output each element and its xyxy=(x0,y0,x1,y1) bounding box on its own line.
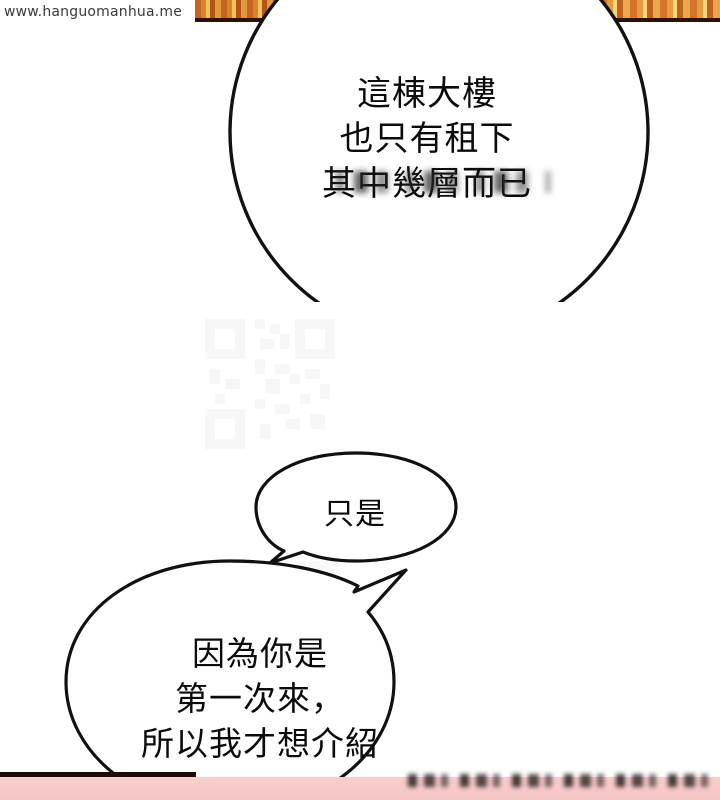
bubble-2-line-1: 只是 xyxy=(324,497,386,532)
ceiling-edge-left xyxy=(195,18,410,22)
bubble-3-line-3: 所以我才想介紹 xyxy=(141,723,379,763)
speech-bubble-2-text: 只是 xyxy=(270,495,440,535)
bubble-3-line-2: 第一次來， xyxy=(175,678,345,718)
censored-blur-overlay-floor xyxy=(408,774,720,787)
bubble-3-line-1: 因為你是 xyxy=(192,634,328,673)
ceiling-band-right xyxy=(540,0,720,22)
ceiling-edge-right xyxy=(540,18,720,22)
ceiling-band-left xyxy=(195,0,410,22)
ceiling-wood-texture-left xyxy=(195,0,410,18)
ceiling-wood-texture-right xyxy=(540,0,720,18)
bubble-1-line-1: 這棟大樓 xyxy=(357,74,497,114)
bubble-1-line-2: 也只有租下 xyxy=(339,118,515,159)
background-qr-watermark xyxy=(205,319,335,449)
speech-bubble-1-text: 這棟大樓 也只有租下 其中幾層而已 xyxy=(262,72,592,207)
bubble-1-line-3: 其中幾層而已 xyxy=(322,163,532,204)
speech-bubble-3-text: 因為你是 第一次來， 所以我才想介紹 xyxy=(110,632,410,767)
floor-baseline-left xyxy=(0,772,196,777)
site-watermark-text: www.hanguomanhua.me xyxy=(4,4,183,20)
